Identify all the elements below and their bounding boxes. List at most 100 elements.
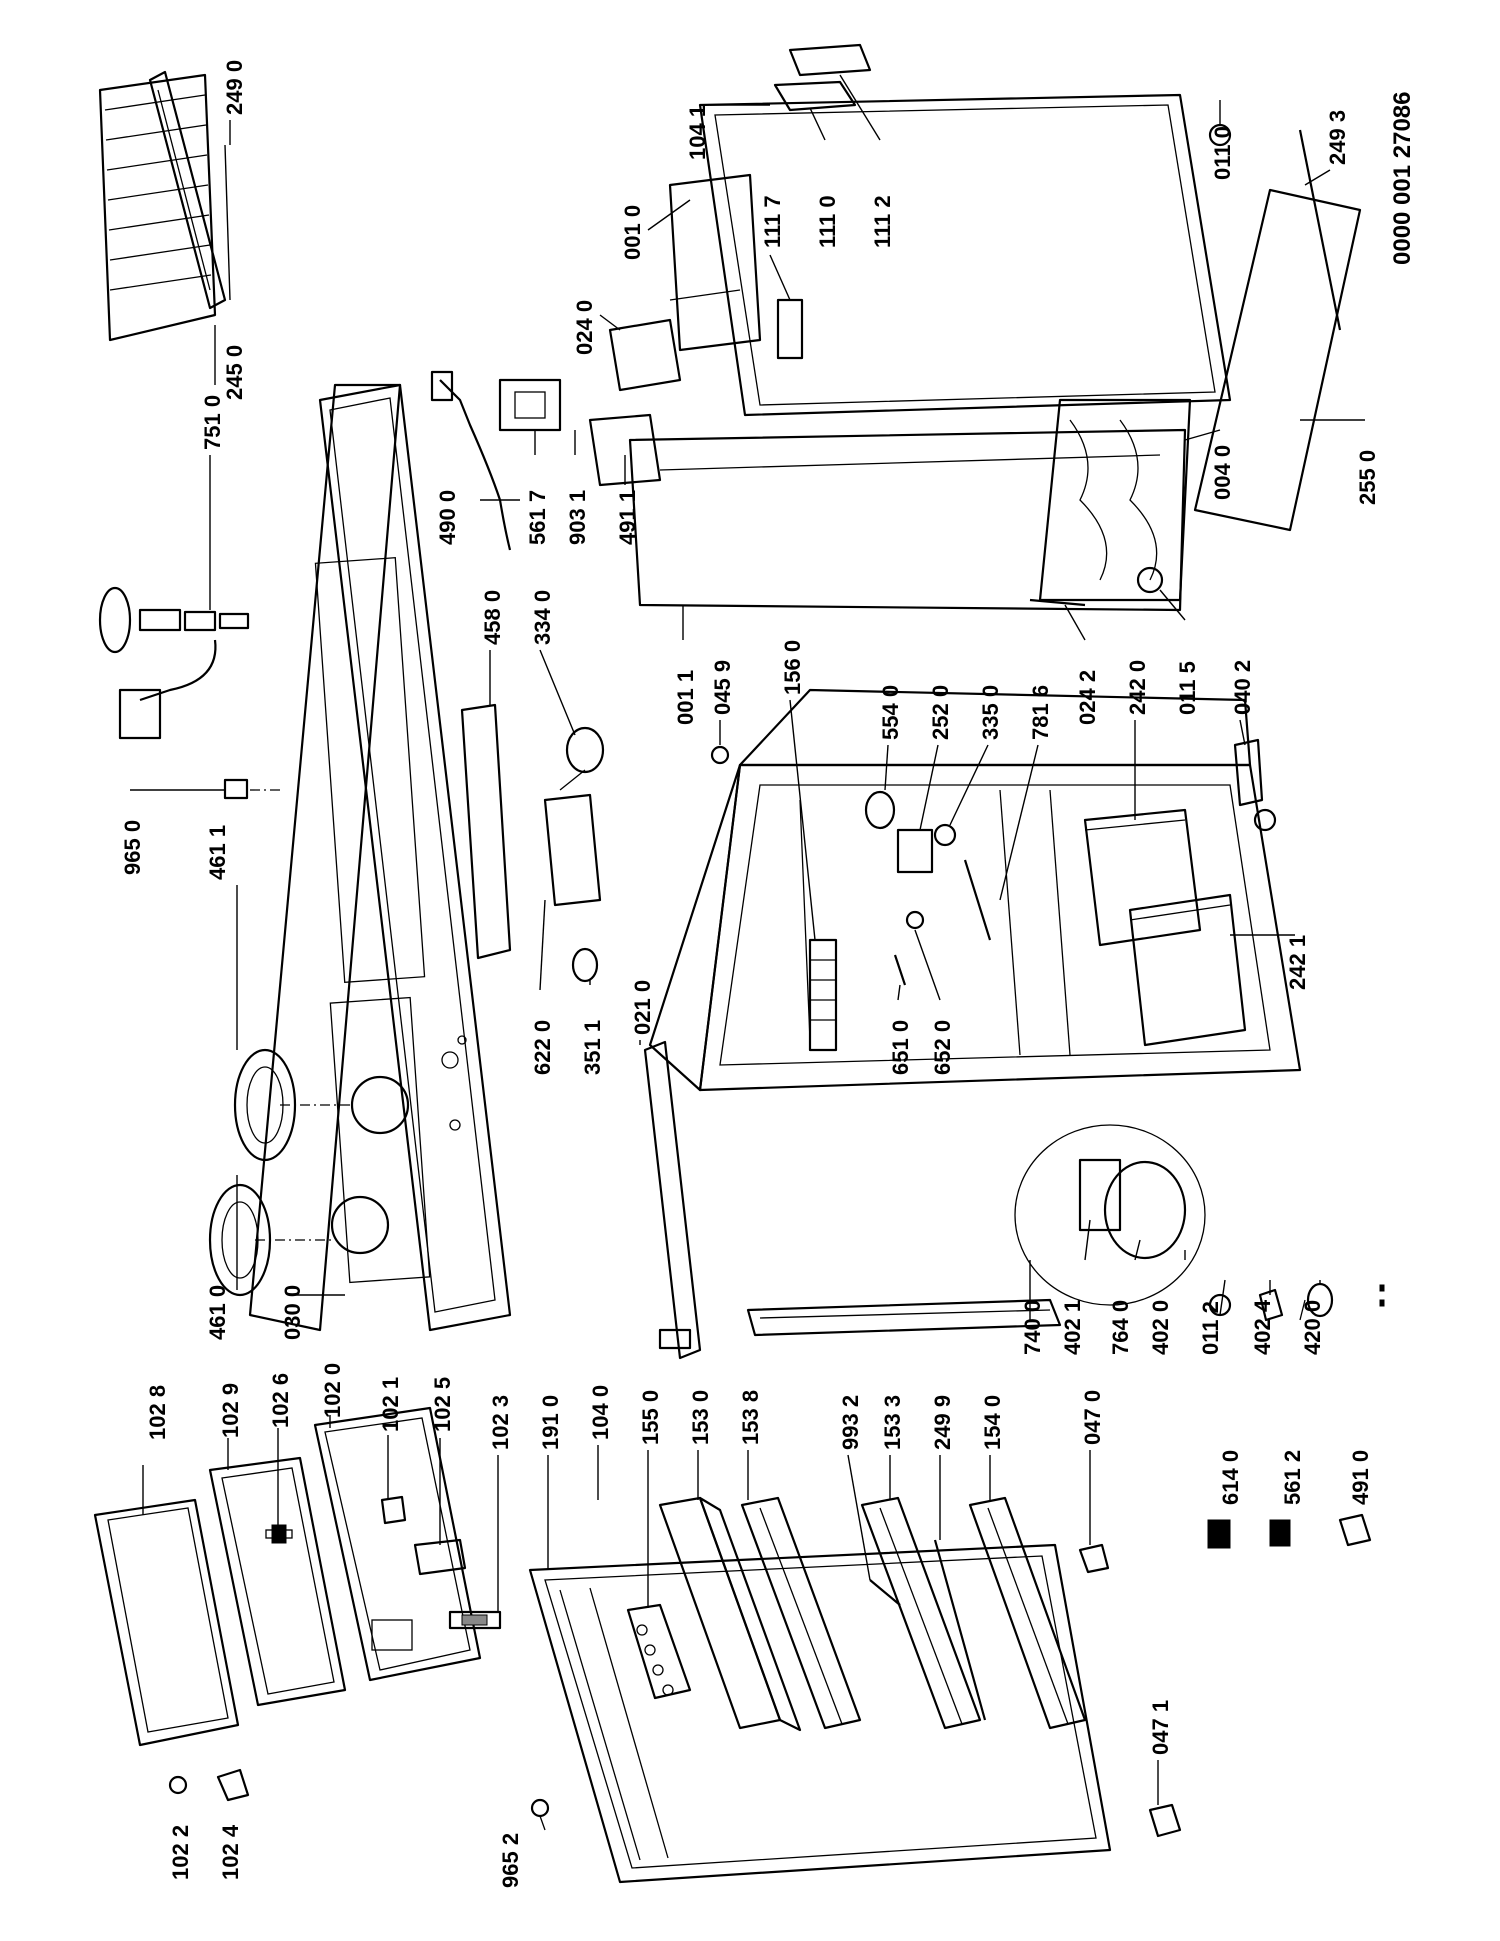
- part-labels: 102 8 102 9 102 6 102 0 102 1 102 5 102 …: [120, 60, 1416, 1888]
- label-153-3: 153 3: [880, 1395, 905, 1450]
- label-102-8: 102 8: [145, 1385, 170, 1440]
- bar-249-3: [1298, 129, 1342, 331]
- label-024-0: 024 0: [572, 300, 597, 355]
- part-561-2: [1269, 1519, 1291, 1547]
- label-751-0: 751 0: [200, 395, 225, 450]
- leader-lines: [130, 74, 1365, 1805]
- crisper-242-0: [1083, 808, 1202, 947]
- lamp-holder-351-1: [571, 947, 599, 983]
- wire-rack-245-0: [98, 73, 217, 342]
- hob-top-030-0: [248, 383, 512, 1332]
- switch-252-0: [896, 828, 934, 874]
- door-shelf-153-3: [860, 1496, 982, 1730]
- label-011-5: 011 5: [1175, 661, 1200, 715]
- hinge-040-2: [1233, 738, 1277, 832]
- label-402-1: 402 1: [1060, 1300, 1085, 1355]
- door-shelf-154-0: [968, 1496, 1087, 1730]
- sensor-652-0: [905, 910, 925, 930]
- label-334-0: 334 0: [530, 590, 555, 645]
- label-402-0: 402 0: [1148, 1300, 1173, 1355]
- screw-045-9: [710, 745, 730, 765]
- door-frame-102-8: [93, 1498, 240, 1747]
- heater-781-6: [963, 859, 992, 941]
- label-155-0: 155 0: [638, 1390, 663, 1445]
- terminal-block-561-7: [498, 378, 562, 432]
- label-111-0: 111 0: [815, 195, 840, 248]
- label-102-3: 102 3: [488, 1395, 513, 1450]
- label-154-0: 154 0: [980, 1395, 1005, 1450]
- label-335-0: 335 0: [978, 685, 1003, 740]
- label-903-1: 903 1: [565, 490, 590, 545]
- hinge-047-0: [1078, 1543, 1110, 1574]
- seal-024-2: [1029, 598, 1086, 607]
- label-104-1: 104 1: [685, 105, 710, 160]
- label-781-6: 781 6: [1028, 685, 1053, 740]
- label-001-1: 001 1: [673, 670, 698, 725]
- label-102-1: 102 1: [378, 1377, 403, 1432]
- outer-door-104-1: [698, 93, 1232, 417]
- cabinet-body: [648, 688, 1302, 1092]
- label-249-3: 249 3: [1325, 110, 1350, 165]
- label-102-5: 102 5: [430, 1377, 455, 1432]
- door-shelf-153-0: [658, 1496, 802, 1732]
- clip-993-2: [869, 1579, 901, 1606]
- label-490-0: 490 0: [435, 490, 460, 545]
- label-024-2: 024 2: [1075, 670, 1100, 725]
- lamp-cover-554-0: [864, 790, 896, 830]
- bulb-335-0: [933, 823, 957, 847]
- sensor-651-0: [893, 954, 907, 986]
- egg-tray-155-0: [626, 1603, 692, 1700]
- label-614-0: 614 0: [1218, 1450, 1243, 1505]
- label-111-2: 111 2: [870, 195, 895, 248]
- door-gasket-102-9: [208, 1456, 347, 1707]
- small-part-102-2: [168, 1775, 188, 1795]
- handle-111-0: [773, 80, 857, 112]
- knob-334-0: [565, 726, 605, 774]
- crisper-242-1: [1128, 893, 1247, 1047]
- label-740-0: 740 0: [1020, 1300, 1045, 1355]
- hinge-047-1: [1148, 1803, 1182, 1838]
- condenser-740-0: [746, 1298, 1062, 1337]
- label-249-0: 249 0: [222, 60, 247, 115]
- label-047-0: 047 0: [1080, 1390, 1105, 1445]
- wire-rack-249-0: [148, 70, 227, 310]
- label-156-0: 156 0: [780, 640, 805, 695]
- front-trim-021-0: [643, 1040, 702, 1360]
- label-102-4: 102 4: [218, 1824, 243, 1880]
- mains-cable-490-0: [430, 370, 512, 551]
- foot-011-5: [1136, 566, 1164, 594]
- label-242-0: 242 0: [1125, 660, 1150, 715]
- label-242-1: 242 1: [1285, 935, 1310, 990]
- screw-965-2: [530, 1798, 550, 1831]
- label-011-0: 011 0: [1210, 126, 1235, 180]
- door-shelf-153-8: [740, 1496, 862, 1730]
- label-102-2: 102 2: [168, 1825, 193, 1880]
- label-245-0: 245 0: [222, 345, 247, 400]
- label-153-8: 153 8: [738, 1390, 763, 1445]
- bar-249-9: [933, 1539, 987, 1721]
- label-011-2: 011 2: [1198, 1301, 1223, 1355]
- label-965-0: 965 0: [120, 820, 145, 875]
- bracket-458-0: [460, 703, 512, 960]
- label-102-6: 102 6: [268, 1373, 293, 1428]
- insulation-004-0: [1038, 398, 1192, 602]
- label-153-0: 153 0: [688, 1390, 713, 1445]
- small-part-102-1: [380, 1495, 407, 1525]
- label-045-9: 045 9: [710, 660, 735, 715]
- small-part-102-4: [216, 1768, 250, 1802]
- label-993-2: 993 2: [838, 1395, 863, 1450]
- label-491-1: 491 1: [615, 490, 640, 545]
- label-491-0: 491 0: [1348, 1450, 1373, 1505]
- door-liner-001-0: [668, 173, 762, 352]
- handle-111-2: [788, 43, 872, 77]
- label-461-0: 461 0: [205, 1285, 230, 1340]
- label-030-0: 030 0: [280, 1285, 305, 1340]
- label-255-0: 255 0: [1355, 450, 1380, 505]
- label-001-0: 001 0: [620, 205, 645, 260]
- small-part-102-3: [448, 1610, 502, 1630]
- label-651-0: 651 0: [888, 1020, 913, 1075]
- small-part-102-6: [265, 1524, 293, 1544]
- small-marks: [1379, 1284, 1385, 1307]
